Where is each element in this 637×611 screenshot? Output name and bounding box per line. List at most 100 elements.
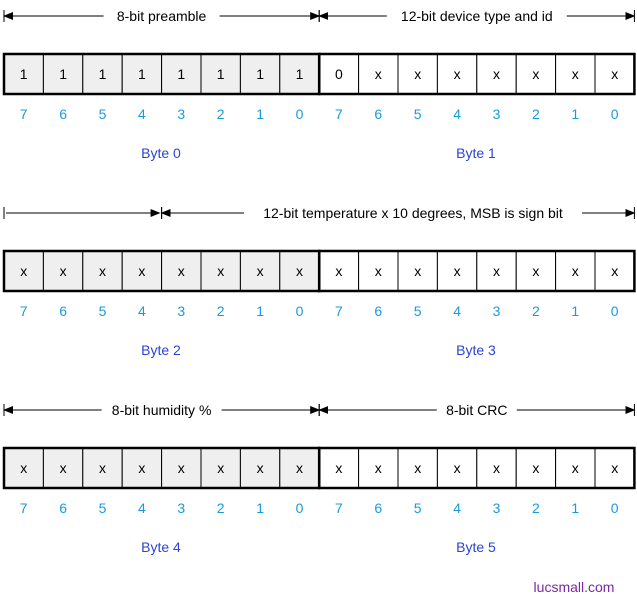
- bit-cell: 1: [279, 53, 320, 95]
- bit-cell: x: [594, 447, 635, 489]
- bit-index-label: 0: [296, 500, 304, 516]
- bit-cell: x: [397, 447, 438, 489]
- bit-index-label: 1: [256, 500, 264, 516]
- bit-cell: x: [318, 250, 360, 292]
- bit-cell: x: [42, 447, 84, 489]
- bit-cell-value: x: [217, 263, 224, 279]
- field-label-0-0: 8-bit preamble: [117, 8, 207, 24]
- bit-index-label: 3: [177, 106, 185, 122]
- bit-cell-value: x: [493, 460, 500, 476]
- bit-index-label: 3: [493, 303, 501, 319]
- credit-text: lucsmall.com: [534, 579, 615, 595]
- bit-cell-box: [200, 250, 241, 292]
- byte-label: Byte 4: [141, 539, 181, 555]
- bit-cell: x: [436, 53, 478, 95]
- bit-cell-value: x: [414, 460, 421, 476]
- bit-cell: x: [279, 250, 320, 292]
- bit-cell-value: 1: [296, 66, 304, 82]
- bit-cell-value: x: [532, 66, 539, 82]
- bit-cell: 1: [161, 53, 202, 95]
- bit-cell-box: [239, 250, 281, 292]
- bit-cell-box: [555, 447, 596, 489]
- bit-cell-box: [279, 250, 320, 292]
- bit-cell: x: [436, 250, 478, 292]
- bit-cell-box: [594, 447, 635, 489]
- bit-cell-box: [358, 250, 399, 292]
- bit-cell: x: [476, 447, 517, 489]
- bit-cell-value: x: [20, 263, 27, 279]
- bit-index-label: 2: [532, 106, 540, 122]
- bit-cell-value: x: [60, 460, 67, 476]
- bit-cell: x: [555, 447, 596, 489]
- bit-cell-value: x: [611, 460, 618, 476]
- bit-cell: x: [476, 53, 517, 95]
- bit-cell: x: [161, 250, 202, 292]
- bit-index-label: 0: [611, 303, 619, 319]
- bit-index-label: 7: [20, 106, 28, 122]
- bit-cell-value: x: [611, 263, 618, 279]
- bit-cell: x: [594, 250, 635, 292]
- bit-index-label: 2: [217, 500, 225, 516]
- bit-cell: x: [3, 250, 44, 292]
- bit-index-label: 1: [571, 106, 579, 122]
- bit-index-label: 5: [414, 500, 422, 516]
- bit-cell-value: 1: [59, 66, 67, 82]
- field-label-1-1: 12-bit temperature x 10 degrees, MSB is …: [263, 205, 563, 221]
- bit-index-label: 4: [138, 106, 146, 122]
- bit-index-label: 2: [217, 106, 225, 122]
- bit-cell: 1: [200, 53, 241, 95]
- bit-cell: x: [594, 53, 635, 95]
- bit-cell-box: [436, 447, 478, 489]
- bit-index-label: 5: [99, 500, 107, 516]
- byte-border-right: [317, 446, 636, 490]
- bit-index-label: 0: [296, 106, 304, 122]
- bit-index-label: 4: [453, 500, 461, 516]
- bit-index-label: 6: [59, 500, 67, 516]
- bit-cell-box: [318, 250, 360, 292]
- bit-index-label: 1: [571, 303, 579, 319]
- bit-index-label: 1: [571, 500, 579, 516]
- bit-index-label: 2: [532, 303, 540, 319]
- bit-cell-value: x: [532, 263, 539, 279]
- bit-cell-value: x: [572, 460, 579, 476]
- bit-cell: x: [397, 250, 438, 292]
- bit-index-label: 5: [99, 106, 107, 122]
- bit-index-label: 7: [20, 303, 28, 319]
- bit-cell: x: [318, 447, 360, 489]
- bit-cell-value: x: [375, 263, 382, 279]
- byte-border-right: [317, 52, 636, 96]
- bit-cell-value: x: [611, 66, 618, 82]
- bit-index-label: 5: [414, 303, 422, 319]
- bit-index-label: 5: [414, 106, 422, 122]
- bit-cell-value: x: [257, 460, 264, 476]
- bit-cell: 1: [82, 53, 123, 95]
- bit-cell-value: x: [375, 460, 382, 476]
- bit-index-label: 3: [493, 500, 501, 516]
- bit-cell: x: [397, 53, 438, 95]
- bit-index-label: 0: [611, 106, 619, 122]
- bit-cell-value: 1: [20, 66, 28, 82]
- bit-index-label: 3: [177, 500, 185, 516]
- bit-cell: 1: [121, 53, 163, 95]
- bit-cell-value: x: [178, 460, 185, 476]
- bit-cell-box: [397, 53, 438, 95]
- bit-cell-value: x: [454, 66, 461, 82]
- bit-cell-value: x: [454, 263, 461, 279]
- bit-cell-box: [121, 250, 163, 292]
- bit-cell: x: [42, 250, 84, 292]
- bit-index-label: 4: [138, 303, 146, 319]
- bit-cell-box: [279, 53, 320, 95]
- bit-cell-value: x: [493, 263, 500, 279]
- bit-cell-box: [358, 447, 399, 489]
- bit-cell-value: 1: [177, 66, 185, 82]
- bit-index-label: 2: [532, 500, 540, 516]
- bit-index-label: 6: [374, 303, 382, 319]
- bit-cell: x: [200, 250, 241, 292]
- bit-cell: x: [555, 53, 596, 95]
- bit-index-label: 4: [138, 500, 146, 516]
- byte-label: Byte 0: [141, 145, 181, 161]
- byte-border-right: [317, 249, 636, 293]
- bit-cell-value: x: [335, 263, 342, 279]
